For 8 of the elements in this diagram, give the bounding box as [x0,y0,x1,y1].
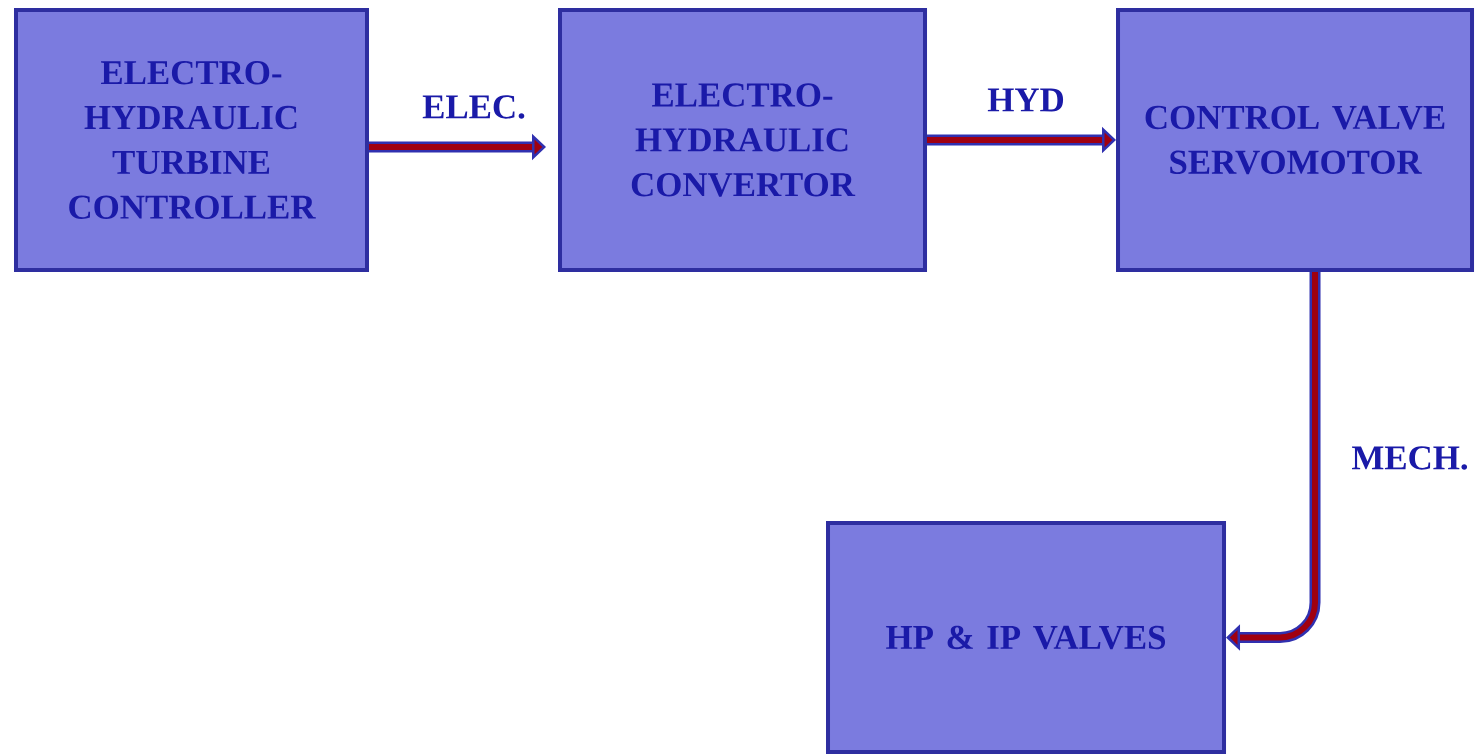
edge-label: HYD [987,88,1064,112]
process-box: CONTROL VALVE SERVOMOTOR [1116,8,1474,272]
edge-label: ELEC. [422,95,525,119]
arrow [1226,272,1321,651]
process-box: ELECTRO- HYDRAULIC CONVERTOR [558,8,927,272]
process-box: HP & IP VALVES [826,521,1226,754]
edge-label: MECH. [1352,446,1468,470]
process-box: ELECTRO- HYDRAULIC TURBINE CONTROLLER [14,8,369,272]
